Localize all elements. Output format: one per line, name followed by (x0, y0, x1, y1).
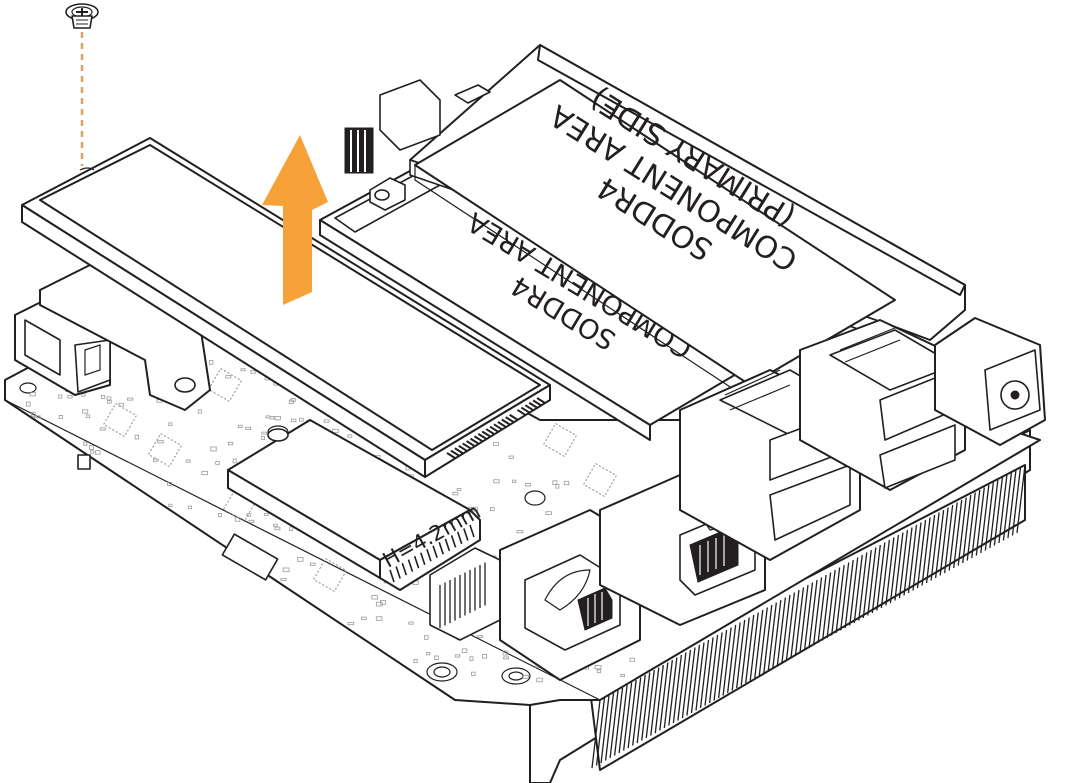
arrow-up-icon (262, 135, 328, 305)
sodimm-slot-primary (379, 44, 966, 402)
m2-slot-connector (429, 547, 501, 641)
dc-in-jack (934, 317, 1046, 446)
screw (65, 3, 99, 29)
pin-header (344, 127, 406, 211)
wlan-m2-card (227, 419, 481, 591)
